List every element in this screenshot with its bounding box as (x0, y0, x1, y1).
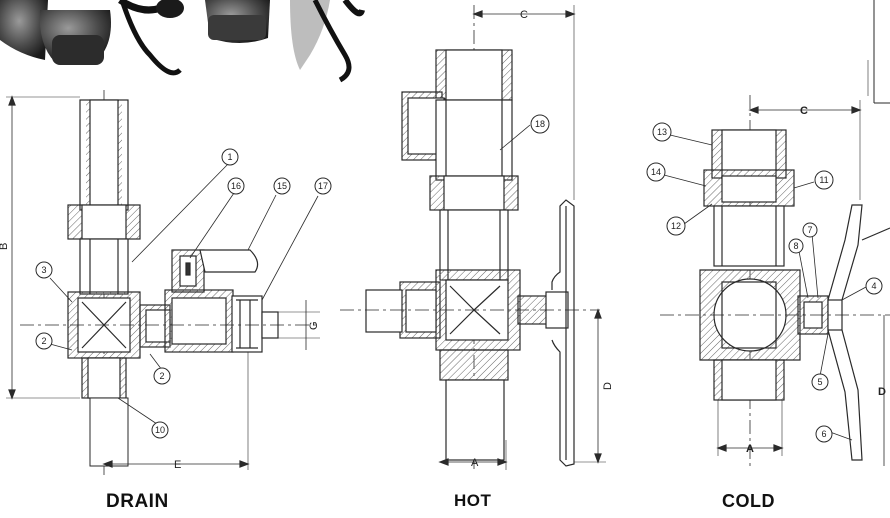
hot-callout-18: 18 (535, 119, 545, 129)
drain-callout-15: 15 (277, 181, 287, 191)
cold-callout-14: 14 (651, 167, 661, 177)
hot-dim-a: A (471, 457, 479, 469)
cold-dim-a: A (746, 443, 754, 455)
cold-callout-7: 7 (807, 225, 812, 235)
cold-callout-13: 13 (657, 127, 667, 137)
hot-dim-c: C (520, 9, 528, 21)
cold-callout-8: 8 (793, 241, 798, 251)
cold-callouts (646, 122, 883, 443)
product-photo-crop (0, 0, 365, 83)
drain-callout-2b: 2 (159, 371, 164, 381)
cold-callout-12: 12 (671, 221, 681, 231)
cold-callout-5: 5 (817, 377, 822, 387)
hot-dim-d: D (602, 382, 614, 390)
drain-callout-3: 3 (41, 265, 46, 275)
drain-dim-g: G (308, 321, 320, 330)
drain-callouts (35, 148, 332, 439)
cold-dim-c: C (800, 105, 808, 117)
drain-caption: DRAIN (106, 491, 169, 512)
drain-callout-16: 16 (231, 181, 241, 191)
drain-callout-10: 10 (155, 425, 165, 435)
drain-callout-2a: 2 (41, 336, 46, 346)
cold-dim-d: D (878, 386, 886, 398)
hot-caption: HOT (454, 491, 492, 510)
cold-callout-4: 4 (871, 281, 876, 291)
cold-callout-6: 6 (821, 429, 826, 439)
drain-dim-b: B (0, 243, 10, 250)
drain-valve-drawing (6, 90, 320, 475)
drain-callout-1: 1 (227, 152, 232, 162)
cold-valve-drawing (660, 95, 890, 470)
cold-callout-11: 11 (819, 175, 828, 185)
cold-caption: COLD (722, 491, 775, 511)
drain-dim-e: E (174, 459, 181, 471)
frame-fragment (867, 0, 890, 104)
drain-callout-17: 17 (318, 181, 328, 191)
hot-valve-drawing (340, 5, 606, 470)
